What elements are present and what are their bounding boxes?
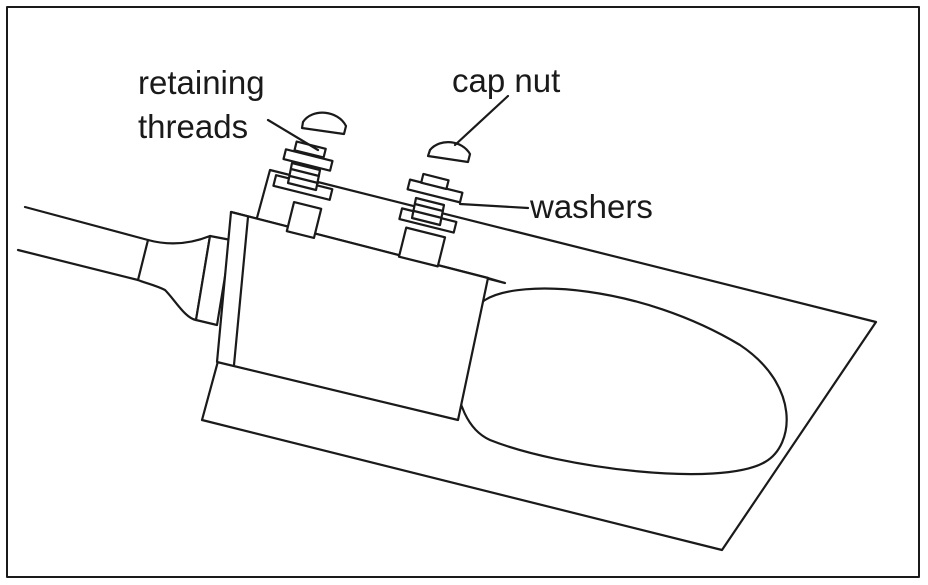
leader-retaining-threads bbox=[266, 118, 320, 152]
cable-strain-relief bbox=[136, 234, 212, 322]
oval-element bbox=[454, 287, 788, 476]
right-post-base bbox=[397, 226, 447, 268]
right-cap-nut bbox=[426, 141, 472, 164]
figure-frame bbox=[6, 6, 920, 578]
cable bbox=[16, 205, 150, 282]
right-threads bbox=[410, 196, 446, 227]
left-threads bbox=[286, 161, 322, 192]
left-cap-nut bbox=[300, 111, 348, 136]
left-washer-upper bbox=[282, 148, 334, 172]
housing-edge bbox=[232, 215, 250, 367]
leader-cap-nut bbox=[453, 94, 510, 147]
label-washers: washers bbox=[530, 188, 653, 225]
leader-washers bbox=[458, 202, 530, 210]
left-post-base bbox=[285, 200, 323, 240]
label-retaining-threads-line1: retaining bbox=[138, 64, 265, 101]
left-post-assembly bbox=[272, 111, 348, 240]
right-post-assembly bbox=[397, 141, 472, 268]
right-nut bbox=[420, 172, 450, 191]
label-cap-nut: cap nut bbox=[452, 62, 561, 99]
label-retaining-threads-line2: threads bbox=[138, 108, 249, 145]
cable-connector bbox=[194, 234, 233, 327]
